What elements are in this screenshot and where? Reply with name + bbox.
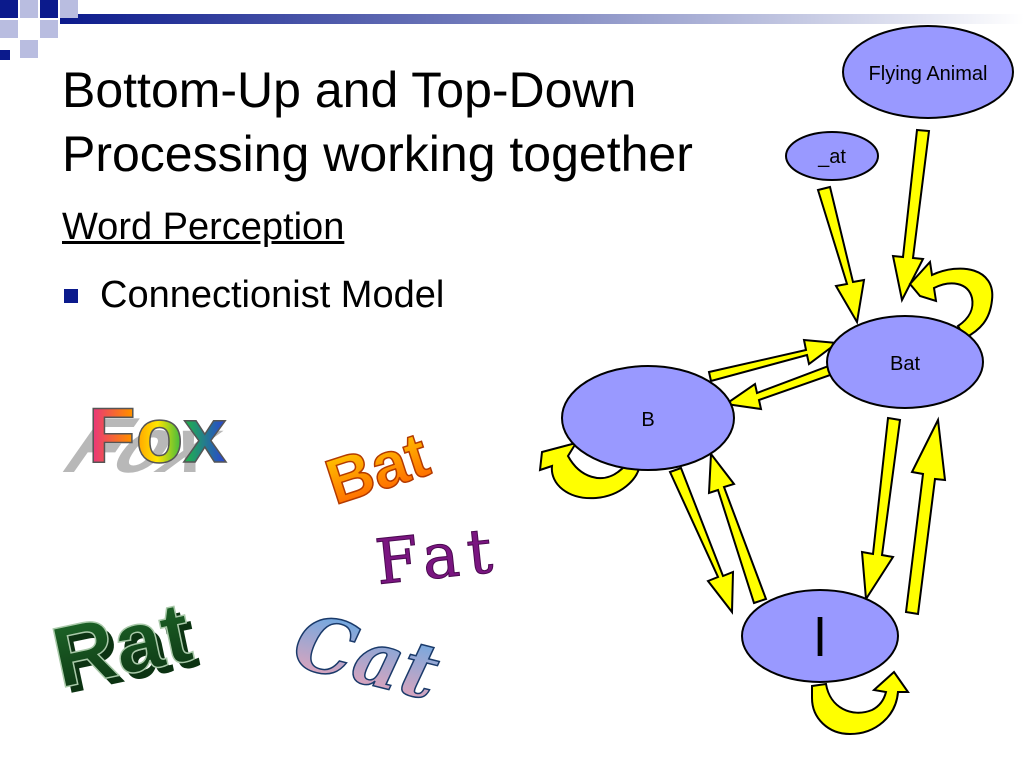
slide-subtitle: Word Perception	[62, 206, 345, 248]
node-at-label: _at	[817, 146, 846, 168]
node-l	[741, 589, 899, 683]
node-at	[785, 131, 879, 181]
wordart-fat: Fat	[372, 513, 504, 599]
wordart-fox: Fox Fox	[46, 390, 246, 489]
wordart-cat: Cat	[286, 596, 448, 717]
wordart-fox-text: Fox	[88, 391, 227, 479]
bullet-text: Connectionist Model	[100, 274, 445, 316]
arrow-flying-to-bat	[891, 128, 931, 303]
node-l-label: l	[814, 608, 826, 668]
node-flying-animal	[842, 25, 1014, 119]
bullet-item: Connectionist Model	[62, 274, 444, 317]
arrow-l-to-b	[707, 451, 768, 605]
loop-arrow-l	[811, 670, 910, 736]
node-flying-animal-label: Flying Animal	[869, 63, 988, 85]
node-bat	[826, 315, 984, 409]
arrow-at-to-bat	[816, 185, 866, 325]
arrow-l-to-bat	[904, 416, 947, 616]
node-b-label: B	[641, 409, 654, 431]
header-gradient-bar	[60, 14, 1024, 24]
corner-squares-decoration	[0, 0, 78, 60]
arrow-b-to-bat	[707, 338, 840, 383]
wordart-rat: Rat Rat	[43, 583, 205, 712]
arrow-bat-to-l	[860, 416, 902, 603]
slide-title: Bottom-Up and Top-Down Processing workin…	[62, 58, 693, 186]
node-b	[561, 365, 735, 471]
arrow-bat-to-b	[723, 362, 838, 411]
arrow-b-to-l	[668, 466, 735, 615]
title-line-1: Bottom-Up and Top-Down	[62, 62, 637, 118]
bullet-square-icon	[64, 288, 78, 303]
node-bat-label: Bat	[890, 353, 920, 375]
wordart-bat: Bat	[317, 418, 437, 518]
title-line-2: Processing working together	[62, 126, 693, 182]
